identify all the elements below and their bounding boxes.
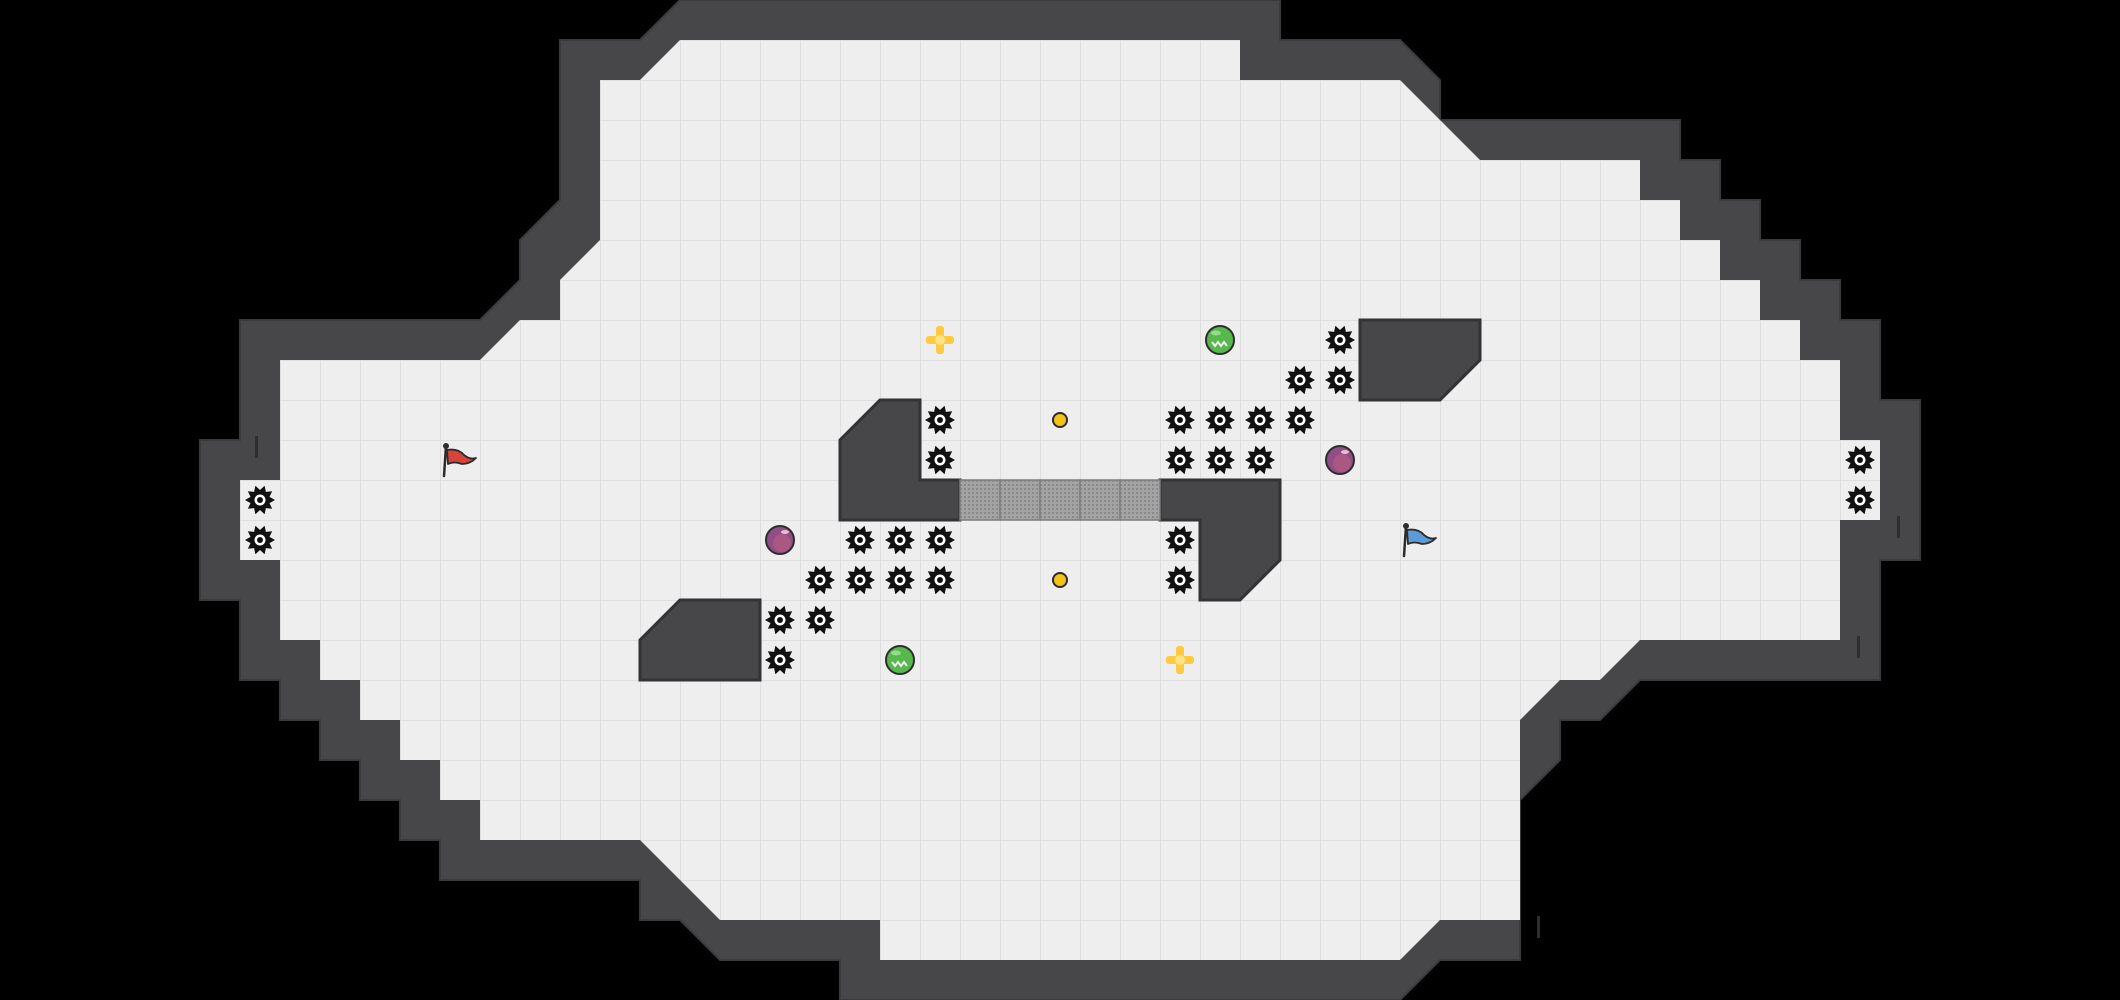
gate-tile	[999, 479, 1041, 521]
blue-flag-icon	[1402, 523, 1437, 558]
wall-notch	[1537, 916, 1540, 938]
powerup-icon	[1325, 445, 1355, 475]
booster-icon	[1166, 646, 1194, 674]
inner-wall	[638, 598, 762, 682]
gate-tile	[1119, 479, 1161, 521]
spike-hazard	[1845, 445, 1875, 475]
powerup-icon	[765, 525, 795, 555]
booster-icon	[926, 326, 954, 354]
spike-hazard	[1165, 405, 1195, 435]
spike-hazard	[1845, 485, 1875, 515]
gates-layer	[959, 479, 1161, 521]
spike-hazard	[925, 525, 955, 555]
spike-hazard	[1165, 525, 1195, 555]
spikes-layer	[245, 325, 1875, 675]
spike-hazard	[1325, 325, 1355, 355]
spike-hazard	[1285, 405, 1315, 435]
spike-hazard	[885, 525, 915, 555]
red-flag-icon	[442, 443, 477, 478]
gate-tile	[959, 479, 1001, 521]
bomb-icon	[885, 645, 915, 675]
inner-wall	[1358, 318, 1482, 402]
items-layer	[442, 325, 1437, 675]
spike-hazard	[765, 645, 795, 675]
spike-hazard	[885, 565, 915, 595]
spike-hazard	[1205, 445, 1235, 475]
spike-hazard	[245, 525, 275, 555]
spike-hazard	[765, 605, 795, 635]
spike-hazard	[1245, 445, 1275, 475]
gate-tile	[1039, 479, 1081, 521]
gate-button	[1052, 412, 1068, 428]
spike-hazard	[1285, 365, 1315, 395]
spike-hazard	[925, 445, 955, 475]
spike-hazard	[1205, 405, 1235, 435]
bomb-icon	[1205, 325, 1235, 355]
spike-hazard	[1165, 565, 1195, 595]
wall-notch	[1857, 636, 1860, 658]
spike-hazard	[1325, 365, 1355, 395]
spike-hazard	[925, 565, 955, 595]
gate-tile	[1079, 479, 1121, 521]
spike-hazard	[805, 565, 835, 595]
spike-hazard	[845, 525, 875, 555]
spike-hazard	[925, 405, 955, 435]
wall-notch	[255, 436, 258, 458]
spike-hazard	[845, 565, 875, 595]
spike-hazard	[1245, 405, 1275, 435]
inner-wall	[1158, 478, 1282, 602]
gate-button	[1052, 572, 1068, 588]
spike-hazard	[1165, 445, 1195, 475]
spike-hazard	[245, 485, 275, 515]
wall-notch	[1897, 516, 1900, 538]
spike-hazard	[805, 605, 835, 635]
